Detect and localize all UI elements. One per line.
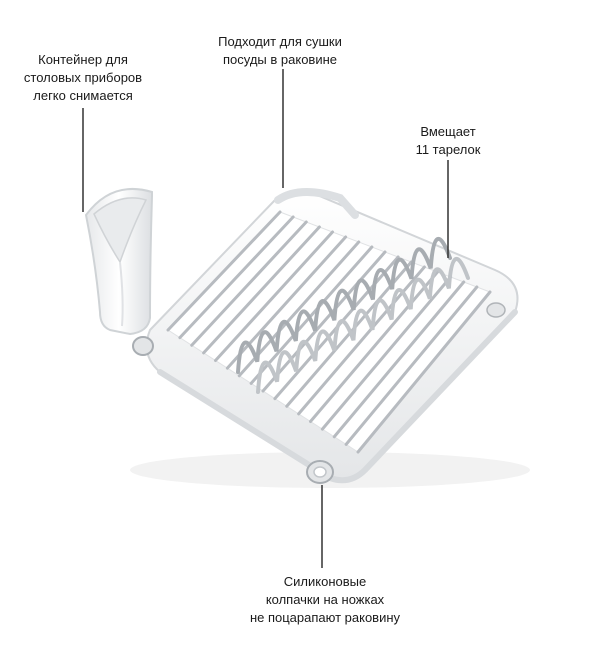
rack-wire	[344, 285, 479, 446]
rack-wire	[190, 220, 308, 347]
callout-feet: Силиконовые колпачки на ножках не поцара…	[230, 573, 420, 627]
plate-holder-wire	[236, 236, 470, 394]
callout-feet-line-2: колпачки на ножках	[265, 592, 385, 607]
rack-wire	[261, 250, 387, 393]
callout-plates: Вмещает 11 тарелок	[398, 123, 498, 159]
callout-utensil-holder: Контейнер для столовых приборов легко сн…	[0, 51, 166, 105]
rack-wire	[214, 230, 334, 362]
rack-wire	[332, 280, 466, 439]
rack-feet	[132, 302, 506, 484]
rack-wire	[356, 290, 492, 454]
utensil-holder	[84, 187, 153, 336]
callout-plates-line-2: 11 тарелок	[415, 142, 481, 157]
rack-wire	[178, 215, 295, 340]
callout-plates-line-1: Вмещает	[420, 124, 476, 139]
rack-wire	[309, 270, 439, 423]
callout-feet-line-3: не поцарапают раковину	[249, 610, 401, 625]
callout-fits-sink: Подходит для сушки посуды в раковине	[190, 33, 370, 69]
callout-leaders	[82, 69, 449, 568]
callout-utensil-line-1: Контейнер для	[38, 52, 128, 67]
callout-utensil-line-3: легко снимается	[33, 88, 133, 103]
rack-wire	[166, 210, 282, 332]
callout-sink-line-1: Подходит для сушки	[218, 34, 342, 49]
callout-utensil-line-2: столовых приборов	[23, 70, 143, 85]
callout-sink-line-2: посуды в раковине	[223, 52, 337, 67]
plate-wave-wire	[256, 256, 470, 394]
rack-wire	[225, 235, 348, 370]
rack-wire	[249, 245, 374, 385]
rack-wire	[202, 225, 321, 355]
plate-wave-wire	[236, 236, 452, 374]
rack-back-rail	[274, 187, 359, 219]
rack-wire	[320, 275, 453, 431]
callout-feet-line-1: Силиконовые	[283, 574, 367, 589]
